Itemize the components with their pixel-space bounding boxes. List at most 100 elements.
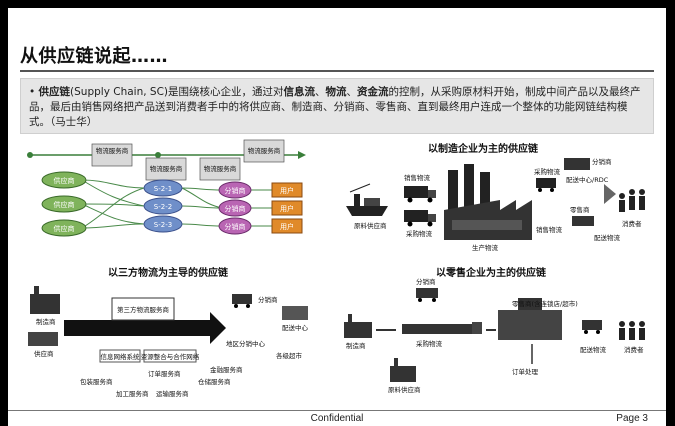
- resource-box: [143, 349, 197, 363]
- service-box-2: 物流服务商: [145, 157, 187, 181]
- purchase-logistics-2-label: 采购物流: [534, 167, 561, 176]
- raw-supplier-label: 原料供应商: [388, 385, 421, 394]
- mid-node-2: S-2-2: [143, 197, 183, 215]
- supplier-node-1: 供应商: [41, 171, 87, 189]
- supplier-node-3: 供应商: [41, 219, 87, 237]
- section-title-retail: 以零售企业为主的供应链: [436, 268, 546, 279]
- service-box-4-label: 物流服务商: [248, 146, 281, 155]
- distributor-label: 分销商: [592, 157, 612, 166]
- center-label: 配送中心: [282, 323, 309, 332]
- info-system-label: 信息网络系统: [101, 352, 141, 361]
- production-logistics-label: 生产物流: [472, 243, 499, 252]
- sep: 、: [346, 86, 358, 98]
- distributor-node-1-label: 分销商: [225, 186, 246, 195]
- mid-node-3: S-2-3: [143, 215, 183, 233]
- consumers-icon: [619, 189, 645, 212]
- bullet: •: [29, 86, 36, 98]
- truck-icon: [404, 210, 436, 227]
- keyword-logistics: 物流: [325, 86, 347, 98]
- truck-icon: [232, 294, 252, 308]
- pack-service-label: 包装服务商: [80, 377, 113, 386]
- maker-label: 制造商: [346, 341, 366, 350]
- definition-box: • 供应链(Supply Chain, SC)是围绕核心企业，通过对信息流、物流…: [20, 78, 654, 134]
- title-divider: [20, 70, 654, 72]
- purchase-logistics-label: 采购物流: [416, 339, 443, 348]
- platform-label: 第三方物流服务商: [117, 305, 170, 314]
- distribution-center-label: 配送中心/RDC: [566, 175, 609, 184]
- service-box-3: 物流服务商: [199, 157, 241, 181]
- truck-icon: [404, 186, 436, 203]
- mid-node-3-label: S-2-3: [154, 221, 172, 229]
- footer-confidential: Confidential: [310, 413, 364, 424]
- user-box-1-label: 用户: [280, 186, 294, 195]
- store-label: 各级超市: [276, 351, 303, 360]
- page-title: 从供应链说起……: [20, 46, 168, 67]
- flow-arrow: [64, 312, 226, 344]
- section-title-manufacturing: 以制造企业为主的供应链: [428, 144, 538, 155]
- distributor-node-3: 分销商: [218, 217, 252, 235]
- truck-icon: [416, 288, 438, 302]
- store-icon: [572, 216, 594, 226]
- order-processing-label: 订单处理: [512, 367, 539, 376]
- service-box-3-label: 物流服务商: [204, 164, 237, 173]
- factory-icon: [344, 314, 372, 338]
- user-box-2-label: 用户: [280, 204, 294, 213]
- distributor-node-2: 分销商: [218, 199, 252, 217]
- truck-icon: [582, 320, 602, 334]
- transport-service-label: 运输服务商: [156, 389, 189, 398]
- delivery-logistics-label: 配送物流: [594, 233, 621, 242]
- ship-icon: [346, 183, 388, 216]
- factory-icon: [390, 358, 416, 382]
- definition-text-a: (Supply Chain, SC)是围绕核心企业，通过对: [70, 86, 284, 98]
- retailer-label: 零售商: [570, 205, 590, 214]
- mid-node-1-label: S-2-1: [154, 185, 172, 193]
- distributor-node-1: 分销商: [218, 181, 252, 199]
- manufacturer-label: 制造商: [36, 317, 56, 326]
- supply-network-diagram: 物流服务商 物流服务商 物流服务商 物流服务商 供应商: [27, 139, 306, 237]
- store-icon: [498, 298, 562, 340]
- mid-node-2-label: S-2-2: [154, 203, 172, 211]
- supplier-node-2-label: 供应商: [54, 200, 75, 209]
- factory-icon: [444, 164, 532, 240]
- factory-icon: [30, 286, 60, 314]
- user-box-3-label: 用户: [280, 222, 294, 231]
- slide: 从供应链说起…… • 供应链(Supply Chain, SC)是围绕核心企业，…: [8, 8, 666, 426]
- third-party-diagram: 制造商 供应商 第三方物流服务商 信息网络系统 资源整合与合作网络 订单服务商 …: [28, 286, 309, 398]
- warehouse-icon: [282, 306, 308, 320]
- consumer-label: 消费者: [624, 345, 644, 354]
- consumers-icon: [619, 321, 645, 340]
- platform-box: [111, 297, 175, 321]
- manufacturing-diagram: 原料供应商 销售物流 采购物流 生产物流 采购物流 分销商 配送中心: [346, 157, 645, 252]
- sep: 、: [315, 86, 326, 98]
- purchase-logistics-label: 采购物流: [406, 229, 433, 238]
- regional-dc-label: 地区分销中心: [226, 339, 266, 348]
- service-box-1-label: 物流服务商: [96, 146, 129, 155]
- raw-supplier-label: 原料供应商: [354, 221, 387, 230]
- sales-logistics-label: 销售物流: [404, 173, 431, 182]
- service-box-2-label: 物流服务商: [150, 164, 183, 173]
- delivery-logistics-label: 配送物流: [580, 345, 607, 354]
- service-box-1: 物流服务商: [91, 143, 133, 167]
- warehouse-icon: [564, 158, 590, 170]
- train-icon: [402, 322, 482, 334]
- user-box-3: 用户: [271, 218, 303, 234]
- arrow-icon: [604, 184, 616, 204]
- definition-text-b: 的控制，从采购原材料开始，制成中间产品以及最终产品，最后由销售网络把产品送到消费…: [29, 86, 641, 128]
- keyword-capital-flow: 资金流: [357, 86, 389, 98]
- resource-label: 资源整合与合作网络: [141, 352, 200, 361]
- retailer-label: 零售商(含连锁店/超市): [512, 299, 578, 308]
- supplier-label: 供应商: [34, 349, 54, 358]
- mid-node-1: S-2-1: [143, 179, 183, 197]
- footer-divider: [8, 410, 666, 411]
- supplier-node-3-label: 供应商: [54, 224, 75, 233]
- keyword-info-flow: 信息流: [283, 86, 316, 98]
- user-box-1: 用户: [271, 182, 303, 198]
- retail-diagram: 分销商 制造商 采购物流 原料供应商 零售商(含连锁店/超市) 配送物流 消费者: [344, 277, 645, 394]
- section-title-third-party: 以三方物流为主导的供应链: [108, 268, 228, 279]
- distributor-node-2-label: 分销商: [225, 204, 246, 213]
- warehouse-service-label: 仓储服务商: [198, 377, 231, 386]
- service-box-4: 物流服务商: [243, 139, 285, 163]
- definition-term: 供应链: [38, 86, 71, 98]
- supplier-node-1-label: 供应商: [54, 176, 75, 185]
- distributor-label: 分销商: [258, 295, 278, 304]
